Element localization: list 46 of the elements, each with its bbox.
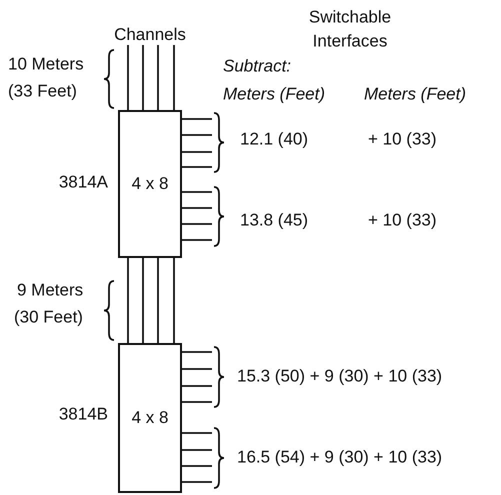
channel-line (182, 401, 212, 403)
device-size: 4 x 8 (132, 408, 168, 428)
channel-line (157, 45, 159, 110)
channel-line (157, 258, 159, 343)
column-heading: Subtract: (223, 58, 292, 76)
channel-line (142, 45, 144, 110)
channel-line (182, 239, 212, 241)
distance-value: 15.3 (50) + 9 (30) + 10 (33) (237, 368, 442, 386)
channel-line (127, 258, 129, 343)
channel-line (173, 258, 175, 343)
cable-length: 9 Meters (17, 282, 84, 300)
cable-length: (30 Feet) (14, 308, 83, 328)
heading: Switchable (308, 8, 392, 28)
channel-line (182, 449, 212, 451)
channel-line (182, 207, 212, 209)
channel-line (182, 134, 212, 136)
device-box (118, 343, 182, 493)
distance-value: + 10 (33) (368, 130, 437, 150)
channel-line (182, 351, 212, 353)
distance-value: 16.5 (54) + 9 (30) + 10 (33) (237, 448, 442, 468)
device-size: 4 x 8 (132, 174, 168, 194)
channel-line (182, 465, 212, 467)
channel-line (182, 223, 212, 225)
channel-line (182, 368, 212, 370)
channel-line (142, 258, 144, 343)
distance-value: 13.8 (45) (240, 212, 308, 230)
distance-value: + 10 (33) (368, 212, 437, 230)
channel-line (182, 191, 212, 193)
cable-length: (33 Feet) (8, 82, 77, 102)
channel-line (182, 151, 212, 153)
channel-line (182, 166, 212, 168)
channel-line (182, 432, 212, 434)
column-heading: Meters (Feet) (364, 86, 466, 104)
channel-line (173, 45, 175, 110)
channel-line (127, 45, 129, 110)
channel-line (182, 385, 212, 387)
channel-line (182, 481, 212, 483)
device-box (118, 110, 182, 258)
cable-length: 10 Meters (8, 56, 84, 74)
distance-value: 12.1 (40) (240, 130, 308, 150)
heading: Channels (114, 24, 186, 44)
heading: Interfaces (312, 32, 388, 52)
column-heading: Meters (Feet) (223, 86, 326, 104)
channel-line (182, 118, 212, 120)
device-label: 3814A (58, 174, 108, 192)
device-label: 3814B (58, 406, 108, 424)
